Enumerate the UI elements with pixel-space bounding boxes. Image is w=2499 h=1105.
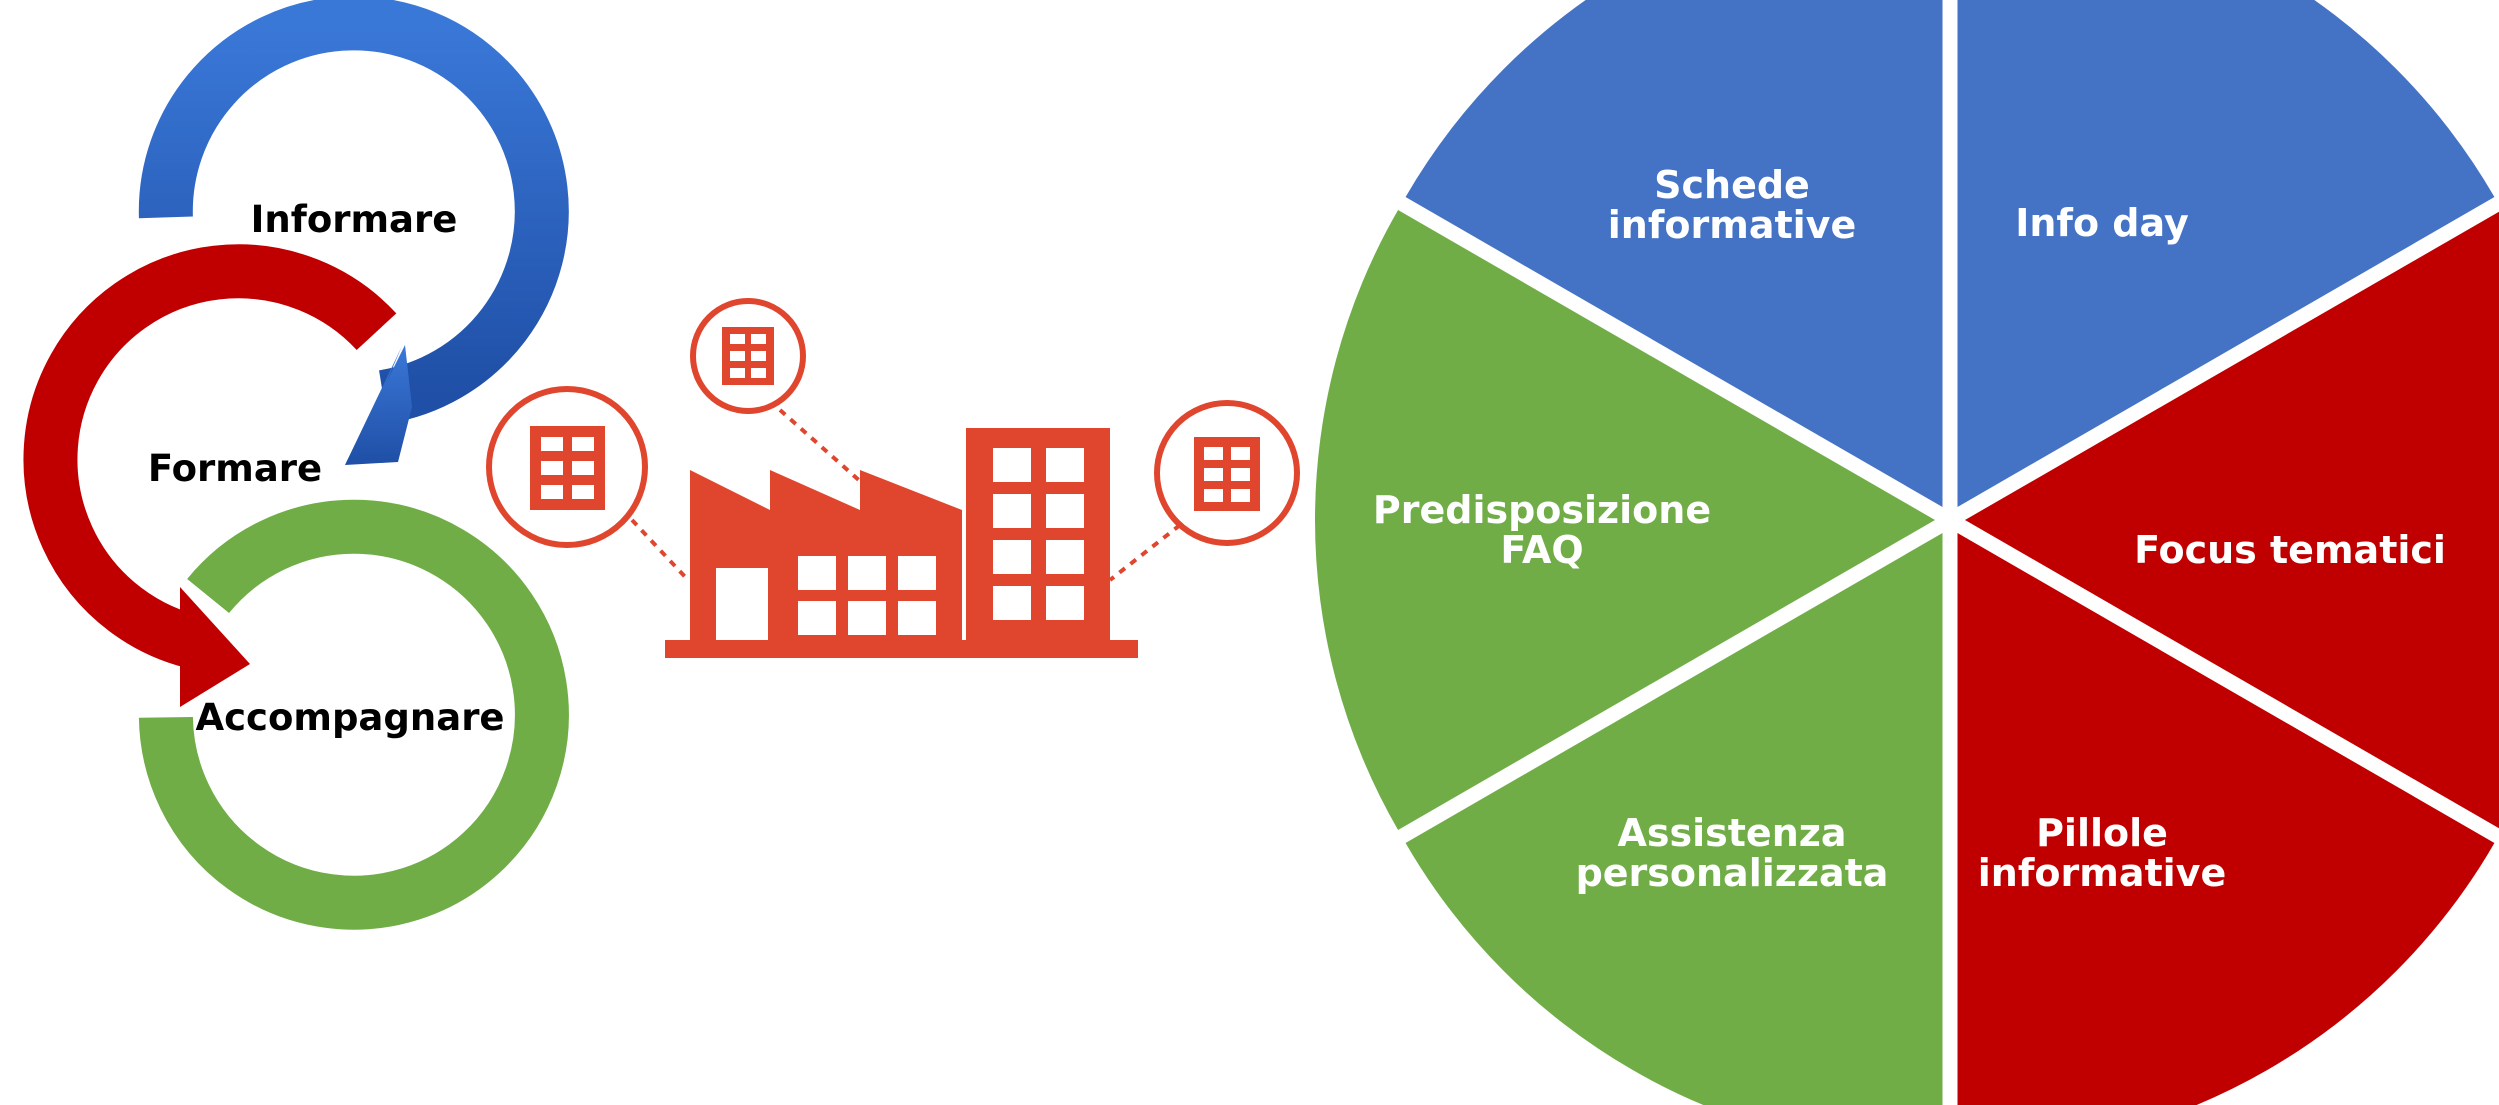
pie-segment-assistenza-personalizzata [1405,532,1943,1105]
informare-arrow [138,0,569,465]
pie-segment-info-day [1957,0,2495,508]
pie-label-line: Info day [2015,201,2189,245]
factory-building [665,428,1138,658]
accompagnare-ring [138,499,569,930]
formare-arrow [23,244,397,707]
accompagnare-label: Accompagnare [195,696,504,739]
building-badge-left-icon [486,386,648,548]
pie-segment-schede-informative [1405,0,1943,508]
pie-label-line: Pillole [2036,811,2168,855]
pie-label-line: informative [1978,851,2226,895]
connector-lines [630,408,1182,582]
formare-label: Formare [148,447,322,490]
pie-label-line: personalizzata [1576,851,1889,895]
informare-label: Informare [251,198,458,241]
pie-label-line: Focus tematici [2134,528,2446,572]
building-badge-top-icon [690,298,806,414]
pie-segment-predisposizione-faq [1315,210,1935,830]
pie-label-focus-tematici: Focus tematici [2134,528,2446,572]
building-badge-right-icon [1154,400,1300,546]
pie-label-line: FAQ [1500,528,1583,572]
cycle-diagram: Informare Formare Accompagnare [23,0,569,930]
pie-segment-focus-tematici [1965,211,2499,829]
pie-label-line: Assistenza [1617,811,1846,855]
pie-segment-pillole-informative [1957,532,2495,1105]
pie-label-line: Schede [1654,163,1810,207]
pie-label-line: informative [1608,203,1856,247]
pie-label-info-day: Info day [2015,201,2189,245]
pie-label-line: Predisposizione [1373,488,1711,532]
factory-icon [486,298,1300,658]
